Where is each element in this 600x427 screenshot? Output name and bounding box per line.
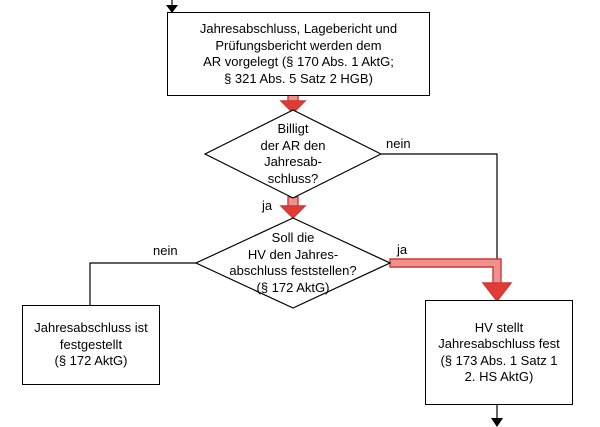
decision-ar-label: Billigt der AR den Jahresab- schluss? — [260, 121, 326, 186]
decision-ar-shape — [203, 109, 383, 199]
edge-label-ar-ja: ja — [262, 198, 273, 213]
edge-label-ar-nein: nein — [386, 136, 411, 151]
node-hv-stellt-fest: HV stellt Jahresabschluss fest (§ 173 Ab… — [425, 300, 573, 405]
edge-hv-nein — [89, 262, 196, 306]
decision-hv-label: Soll die HV den Jahres- abschluss festst… — [229, 230, 357, 295]
flow-end-arrow — [491, 405, 503, 427]
node-vorlage: Jahresabschluss, Lagebericht und Prüfung… — [167, 12, 430, 96]
highlight-arrow-ar-hv — [279, 196, 307, 219]
edge-label-hv-nein: nein — [153, 243, 178, 258]
highlight-arrow-vorlage-ar — [279, 94, 307, 114]
node-festgestellt: Jahresabschluss ist festgestellt (§ 172 … — [22, 305, 160, 385]
edge-label-hv-ja: ja — [397, 242, 408, 257]
decision-hv-shape — [194, 217, 392, 309]
edge-ar-nein — [381, 153, 498, 286]
highlight-edge-hv-ja — [389, 258, 513, 303]
flow-start-arrow — [166, 0, 178, 13]
